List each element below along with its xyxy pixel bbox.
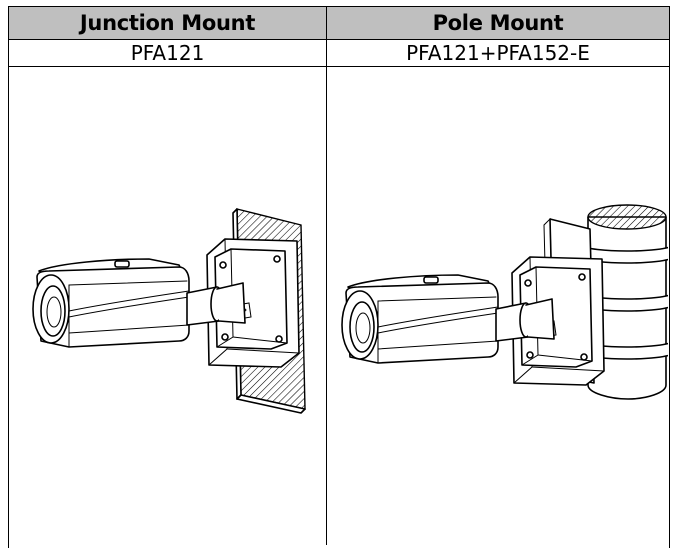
- model-row: PFA121 PFA121+PFA152-E: [9, 40, 669, 67]
- mount-table: Junction Mount Pole Mount PFA121 PFA121+…: [8, 6, 670, 548]
- header-junction-mount: Junction Mount: [9, 7, 327, 39]
- model-pole-mount: PFA121+PFA152-E: [406, 41, 590, 65]
- header-row: Junction Mount Pole Mount: [9, 7, 669, 40]
- junction-mount-figure: [9, 67, 327, 545]
- pole-mount-camera-icon: [341, 204, 668, 400]
- header-pole-mount: Pole Mount: [432, 11, 564, 35]
- model-junction-mount: PFA121: [9, 40, 327, 66]
- image-row: [9, 67, 669, 545]
- junction-mount-camera-icon: [31, 208, 306, 414]
- pole-mount-figure: [327, 67, 669, 545]
